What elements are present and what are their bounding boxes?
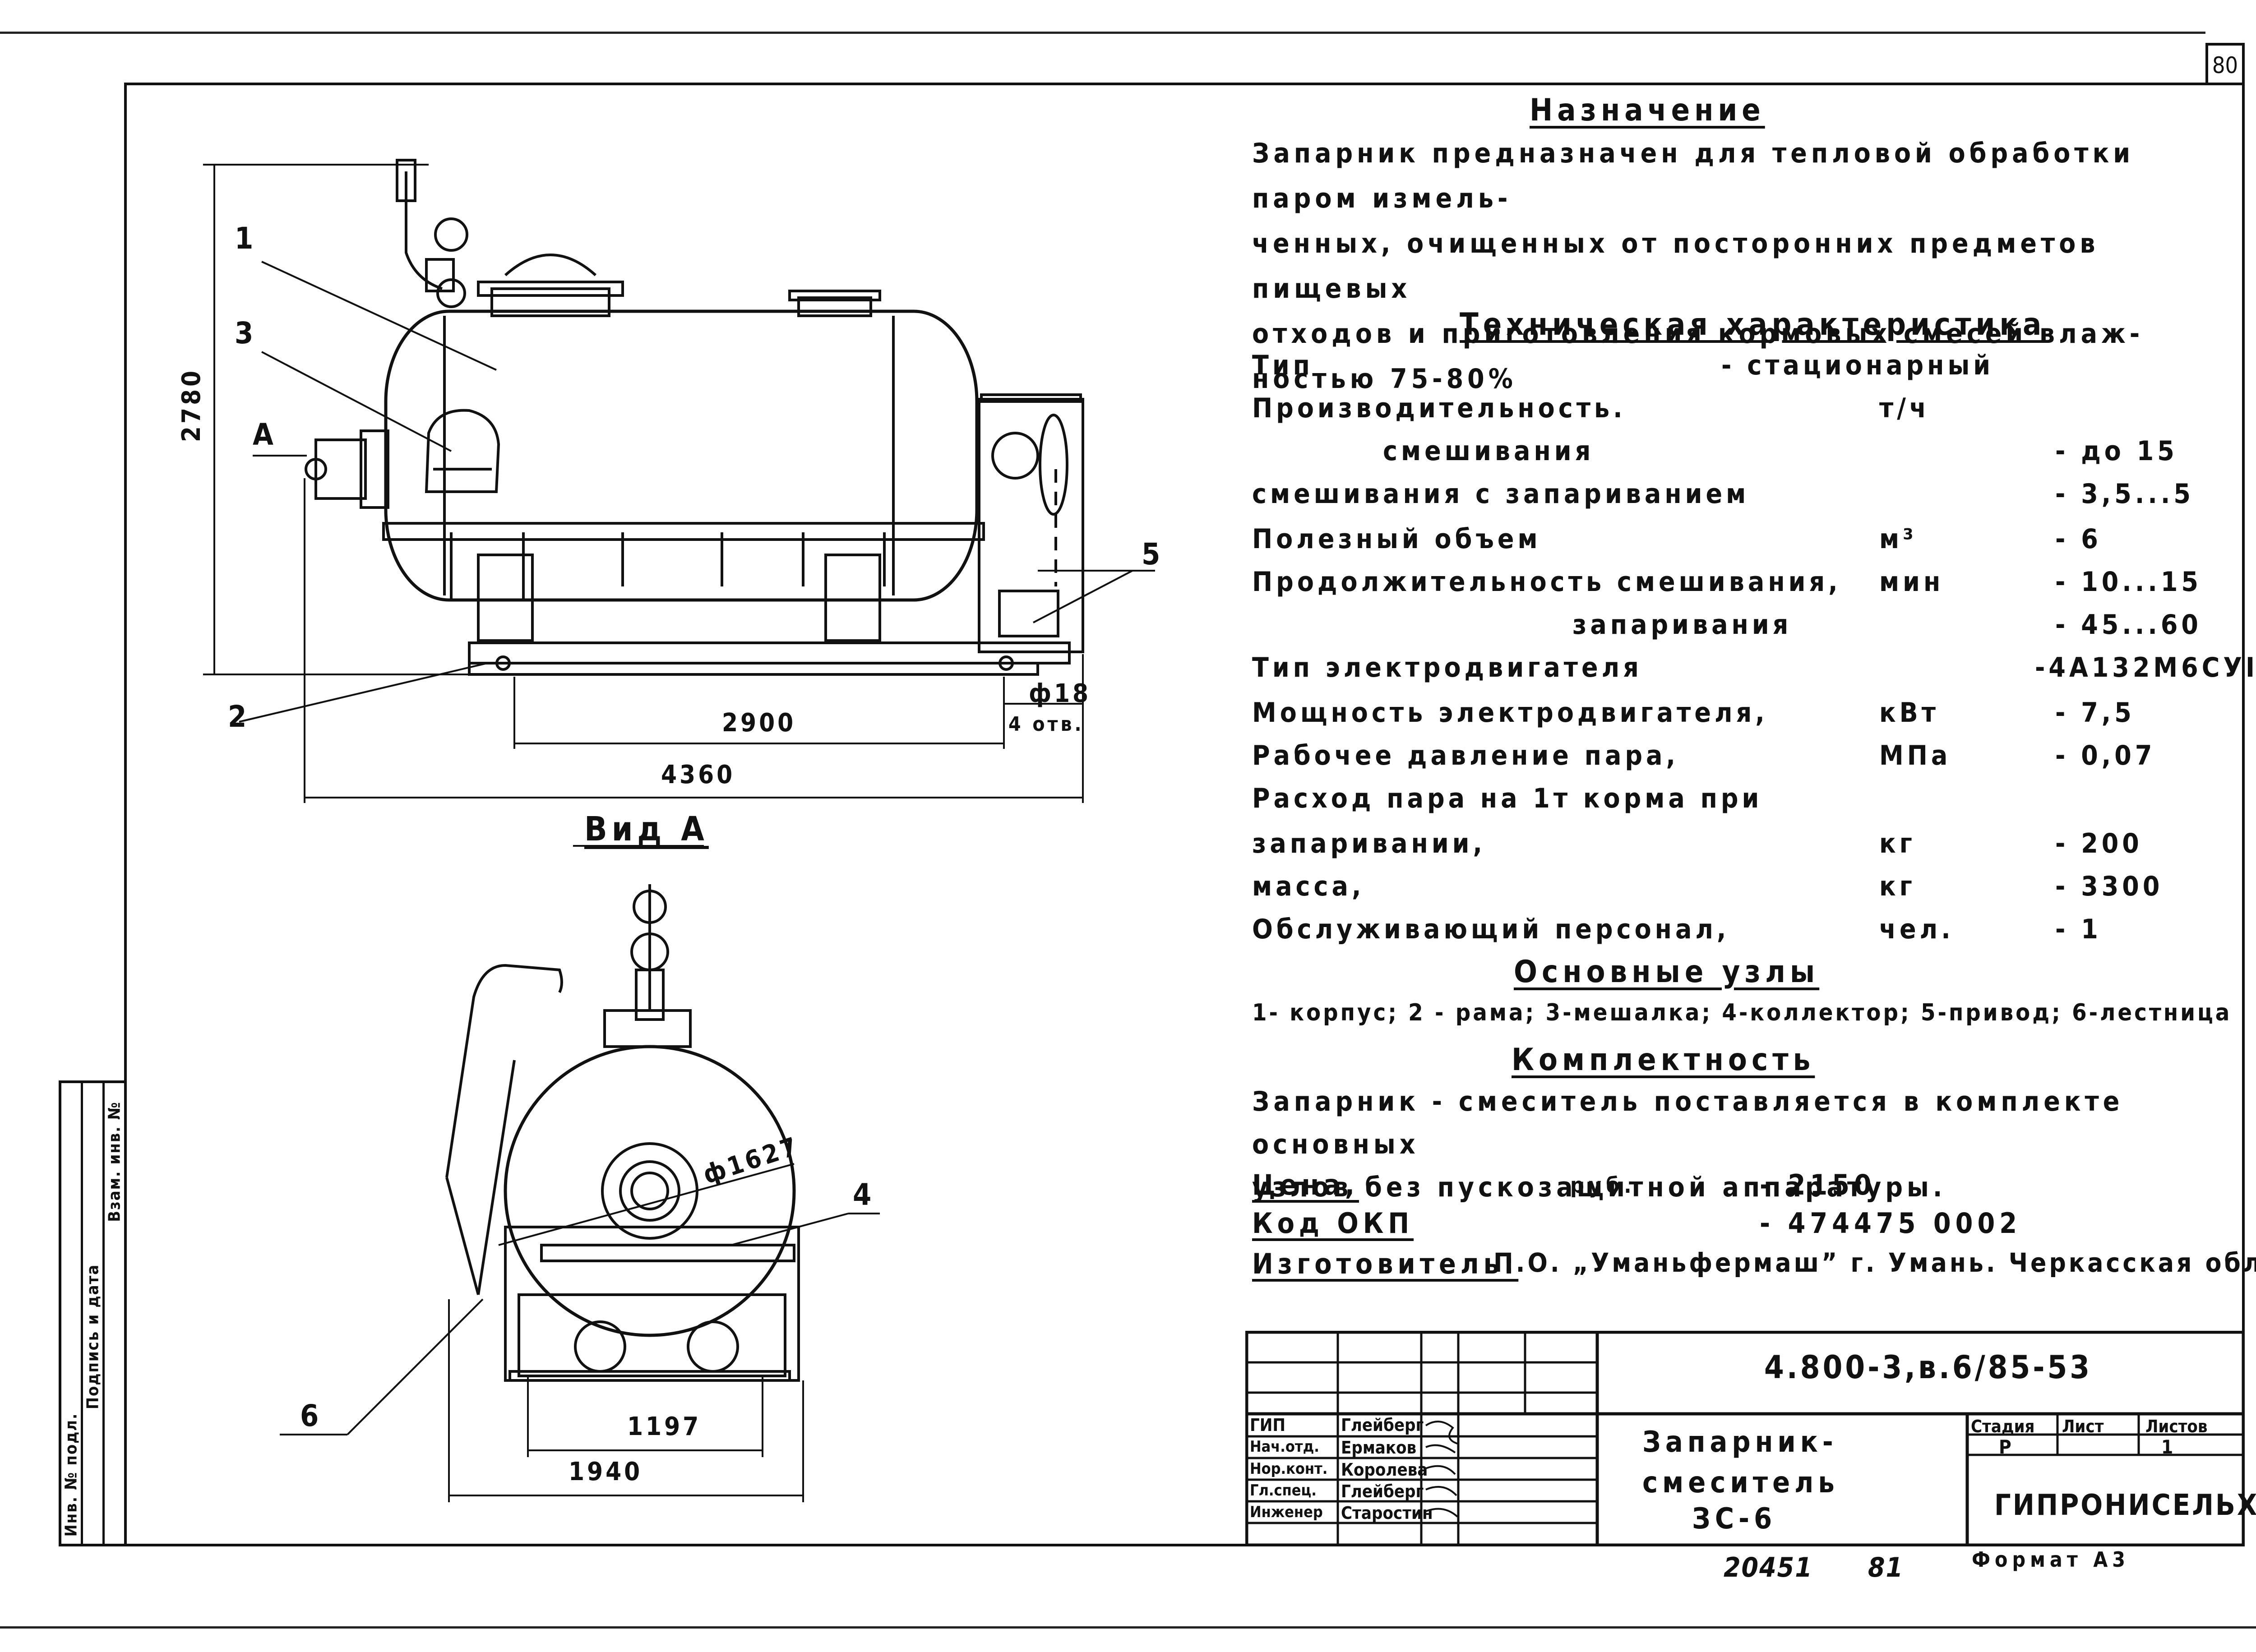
signer-name: Глейберг [1341,1481,1424,1501]
purpose-line: Запарник предназначен для тепловой обраб… [1252,138,2135,214]
dim-height: 2780 [177,368,206,442]
purpose-line: отходов и приготовления кормовых смесей … [1252,318,2144,350]
maker-label: Изготовитель: [1252,1247,1519,1280]
sheet-header: Лист [2062,1417,2104,1436]
spec-row: Мощность электродвигателя, кВт - 7,5 [1252,697,2135,729]
side-view [305,159,1084,676]
signer-role: Инженер [1250,1503,1323,1521]
callout-3: 3 [235,316,254,351]
okp-value: - 474475 0002 [1760,1207,2022,1240]
purpose-line: ченных, очищенных от посторонних предмет… [1252,228,2099,305]
sheets-header: Листов [2145,1417,2208,1436]
signer-name: Старостин [1341,1503,1433,1523]
signer-role: Нор.конт. [1250,1460,1328,1478]
side-strip: Инв. № подл. Подпись и дата Взам. инв. № [59,1080,124,1546]
stage-value: Р [1999,1436,2011,1458]
view-a-title: Вид А [584,810,709,849]
maker-value: П.О. „Уманьфермаш” г. Умань. Черкасская … [1493,1247,2256,1278]
spec-row: запаривания - 45...60 [1572,609,2202,641]
dim-overall: 4360 [661,760,735,789]
purpose-header: Назначение [1530,92,1765,128]
drawing-frame [124,83,2245,1546]
spec-row: смешивания с запариванием - 3,5...5 [1252,478,2194,510]
units-line: 1- корпус; 2 - рама; 3-мешалка; 4-коллек… [1252,999,2232,1026]
doc-code: 4.800-3,в.6/85-53 [1764,1349,2093,1386]
product-name-1: Запарник- [1642,1426,1838,1459]
purpose-text: Запарник предназначен для тепловой обраб… [1252,131,2236,401]
spec-row: масса, кг - 3300 [1252,871,2164,902]
sheets-value: 1 [2161,1436,2173,1458]
spec-row: Тип электродвигателя -4А132М6СУI [1252,652,2256,683]
spec-row: запаривании, кг - 200 [1252,828,2143,859]
signer-role: Нач.отд. [1250,1438,1319,1456]
units-header: Основные узлы [1514,954,1820,990]
end-dimensions [280,845,880,1502]
view-arrow-label: А [253,417,273,452]
stage-header: Стадия [1971,1417,2035,1436]
paper-format: Формат А3 [1972,1547,2130,1572]
callout-1: 1 [235,221,254,256]
signer-name: Королева [1341,1460,1428,1480]
side-dimensions [203,164,1155,803]
product-name-3: ЗС-6 [1692,1502,1777,1536]
tech-header: Техническая характеристика [1460,307,2046,342]
kit-text: Запарник - смеситель поставляется в комп… [1252,1080,2236,1209]
spec-row: Рабочее давление пара, МПа - 0,07 [1252,740,2156,771]
kit-line: узлов без пускозащитной аппаратуры. [1252,1172,1946,1203]
technical-drawing [203,159,1155,1502]
spec-row: Полезный объем м³ - 6 [1252,523,2102,555]
page-number: 80 [2205,43,2245,85]
kit-header: Комплектность [1512,1042,1815,1078]
spec-row: Продолжительность смешивания, мин - 10..… [1252,566,2202,598]
spec-row: Обслуживающий персонал, чел. - 1 [1252,914,2102,945]
dim-holes-count: 4 отв. [1008,713,1084,736]
purpose-line: ностью 75-80% [1252,363,1517,395]
dim-inner-width: 1197 [627,1412,702,1441]
callout-6: 6 [300,1398,319,1433]
top-rule [0,32,2205,34]
signer-name: Ермаков [1341,1438,1417,1458]
price-unit: руб. [1570,1173,1636,1198]
archive-page: 81 [1868,1552,1904,1583]
kit-line: Запарник - смеситель поставляется в комп… [1252,1086,2124,1160]
spec-row: Производительность. т/ч [1252,392,1930,424]
archive-number: 20451 [1724,1552,1813,1583]
spec-row: Тип - стационарный [1252,350,1994,381]
okp-label: Код ОКП [1252,1207,1414,1240]
spec-row: смешивания - до 15 [1383,435,2178,467]
bottom-rule [0,1626,2256,1629]
organization: ГИПРОНИСЕЛЬХОЗ [1994,1489,2256,1522]
dim-base: 2900 [722,708,796,738]
end-view [445,884,800,1382]
callout-5: 5 [1142,537,1160,572]
spec-row: Расход пара на 1т корма при [1252,783,1763,814]
callout-2: 2 [228,699,247,734]
title-block-grid [1245,1331,2245,1546]
price-label: Цена, [1252,1168,1359,1201]
dim-outer-width: 1940 [569,1457,643,1486]
price-value: - 2150 [1760,1168,1876,1201]
signer-role: Гл.спец. [1250,1481,1317,1500]
callout-4: 4 [853,1177,872,1212]
dim-hole: ф18 [1029,679,1091,708]
signer-role: ГИП [1250,1415,1286,1435]
signer-name: Глейберг [1341,1415,1424,1435]
product-name-2: смеситель [1642,1466,1839,1500]
